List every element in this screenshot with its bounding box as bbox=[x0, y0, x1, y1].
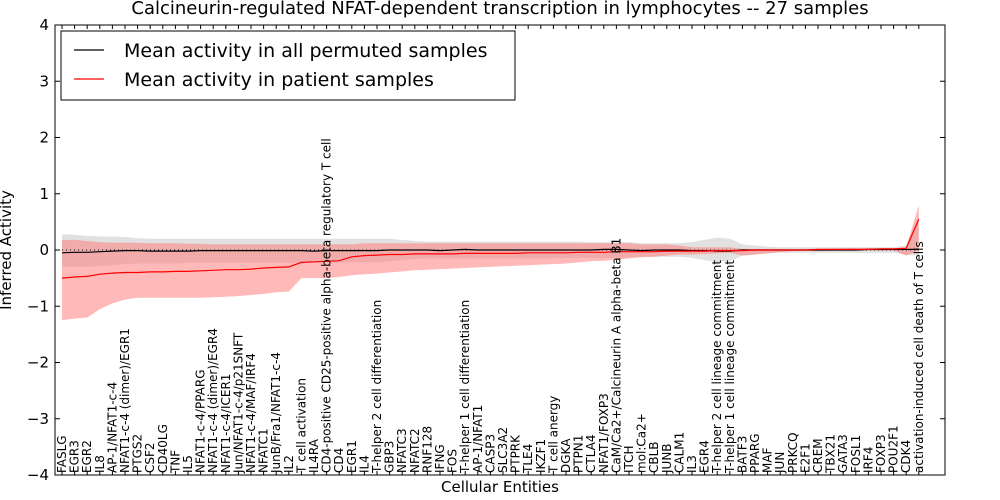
x-category-label: GATA3 bbox=[836, 434, 850, 473]
y-axis-title: Inferred Activity bbox=[0, 190, 15, 310]
x-category-label: T-helper 1 cell differentiation bbox=[458, 300, 472, 474]
x-category-label: NFAT1-c-4 (dimer)/EGR1 bbox=[118, 328, 132, 473]
x-category-label: TBX21 bbox=[824, 434, 838, 474]
x-category-label: IL2 bbox=[282, 455, 296, 473]
x-category-label: CD40LG bbox=[156, 424, 170, 473]
x-category-label: NFATC1 bbox=[257, 428, 271, 473]
x-category-label: PTPRK bbox=[509, 434, 523, 473]
x-category-label: mol:Ca2+ bbox=[635, 413, 649, 473]
x-category-label: JunB/Fra1/NFAT1-c-4 bbox=[269, 352, 283, 474]
x-category-label: IL4 bbox=[357, 455, 371, 473]
x-category-label: PTPN1 bbox=[572, 435, 586, 473]
x-axis-ticks bbox=[61, 25, 920, 475]
chart-title: Calcineurin-regulated NFAT-dependent tra… bbox=[131, 0, 868, 19]
x-category-label: AP-1/NFAT1-c-4 bbox=[105, 382, 119, 473]
y-axis-ticks: −4 −3 −2 −1 0 1 2 3 4 bbox=[27, 16, 945, 484]
x-category-label: IRF4 bbox=[861, 447, 875, 473]
y-tick-label: −4 bbox=[27, 466, 49, 484]
x-category-label: T cell anergy bbox=[546, 396, 560, 474]
x-category-label: EGR1 bbox=[345, 440, 359, 473]
x-category-label: FOS bbox=[446, 449, 460, 473]
x-category-label: FOSL1 bbox=[849, 435, 863, 473]
x-category-label: IL4RA bbox=[307, 438, 321, 473]
x-category-label: NFAT1-c-4/PPARG bbox=[194, 369, 208, 473]
x-category-label: NFAT1/FOXP3 bbox=[597, 393, 611, 473]
x-category-label: CBLB bbox=[647, 441, 661, 473]
x-category-label: IL3 bbox=[685, 455, 699, 473]
x-category-label: activation-induced cell death of T cells bbox=[912, 241, 926, 473]
x-category-label: IFNG bbox=[433, 444, 447, 473]
x-category-label: T cell activation bbox=[294, 378, 308, 474]
x-category-label: EGR4 bbox=[698, 440, 712, 473]
x-category-label: CTLA4 bbox=[584, 434, 598, 473]
legend-label-permuted: Mean activity in all permuted samples bbox=[124, 40, 487, 62]
x-category-label: PPARG bbox=[748, 433, 762, 473]
x-category-label: RNF128 bbox=[420, 426, 434, 473]
x-category-label: PTGS2 bbox=[131, 434, 145, 473]
x-category-label: CASP3 bbox=[483, 434, 497, 473]
x-axis-title: Cellular Entities bbox=[441, 478, 559, 496]
x-category-label: CD4-positive CD25-positive alpha-beta re… bbox=[320, 138, 334, 473]
legend: Mean activity in all permuted samples Me… bbox=[60, 30, 516, 101]
y-tick-label: −3 bbox=[27, 410, 49, 428]
x-category-label: NFAT1-c-4/ICER1 bbox=[219, 374, 233, 473]
y-tick-label: 3 bbox=[39, 72, 49, 90]
x-category-label: IL8 bbox=[93, 455, 107, 473]
legend-label-patient: Mean activity in patient samples bbox=[124, 69, 434, 91]
x-category-label: NFATC2 bbox=[408, 428, 422, 473]
x-category-label: FASLG bbox=[55, 435, 69, 473]
y-tick-label: 1 bbox=[39, 185, 49, 203]
x-category-label: CSF2 bbox=[143, 442, 157, 473]
band-series-1 bbox=[62, 205, 919, 321]
x-category-label: JUNB bbox=[660, 443, 674, 474]
y-tick-label: 2 bbox=[39, 129, 49, 147]
y-tick-label: 4 bbox=[39, 16, 49, 34]
series-line-1 bbox=[61, 218, 920, 279]
x-category-label: MAF bbox=[761, 447, 775, 473]
x-category-label: NFATC3 bbox=[395, 428, 409, 473]
x-category-label: TLE4 bbox=[521, 444, 535, 474]
x-category-label: AP-1/NFAT1 bbox=[471, 405, 485, 473]
x-category-label: NFAT1-c-4/MAF/IRF4 bbox=[244, 353, 258, 473]
x-category-label: POU2F1 bbox=[887, 425, 901, 473]
x-category-labels: FASLGEGR3EGR2IL8AP-1/NFAT1-c-4NFAT1-c-4 … bbox=[55, 138, 926, 474]
x-category-label: CDK4 bbox=[899, 440, 913, 473]
x-category-label: IL5 bbox=[181, 455, 195, 473]
legend-box bbox=[60, 30, 516, 101]
x-category-label: CALM1 bbox=[672, 432, 686, 473]
x-category-label: FOXP3 bbox=[874, 434, 888, 473]
y-tick-label: −1 bbox=[27, 297, 49, 315]
x-category-label: EGR2 bbox=[80, 440, 94, 473]
x-category-label: BATF3 bbox=[735, 436, 749, 473]
series-lines bbox=[61, 218, 920, 279]
x-category-label: NFAT1-c-4 (dimer)/EGR4 bbox=[206, 328, 220, 473]
y-tick-label: 0 bbox=[39, 241, 49, 259]
x-category-label: CaM/Ca2+/Calcineurin A alpha-beta B1 bbox=[609, 238, 623, 473]
x-category-label: Jun/NFAT1-c-4/p21SNFT bbox=[231, 332, 245, 474]
x-category-label: SLC3A2 bbox=[496, 427, 510, 473]
y-tick-label: −2 bbox=[27, 354, 49, 372]
x-category-label: CREM bbox=[811, 438, 825, 473]
x-category-label: T-helper 2 cell differentiation bbox=[370, 300, 384, 474]
x-category-label: PRKCQ bbox=[786, 432, 800, 473]
x-category-label: E2F1 bbox=[798, 443, 812, 473]
x-category-label: CD4 bbox=[332, 448, 346, 473]
x-category-label: T-helper 2 cell lineage commitment bbox=[710, 260, 724, 474]
confidence-bands bbox=[62, 205, 919, 321]
x-category-label: GBP3 bbox=[383, 441, 397, 473]
x-category-label: ITCH bbox=[622, 445, 636, 473]
x-category-label: TNF bbox=[168, 450, 182, 474]
x-category-label: IKZF1 bbox=[534, 439, 548, 473]
x-category-label: JUN bbox=[773, 452, 787, 474]
x-category-label: T-helper 1 cell lineage commitment bbox=[723, 260, 737, 474]
x-category-label: EGR3 bbox=[68, 440, 82, 473]
x-category-label: DGKA bbox=[559, 438, 573, 473]
